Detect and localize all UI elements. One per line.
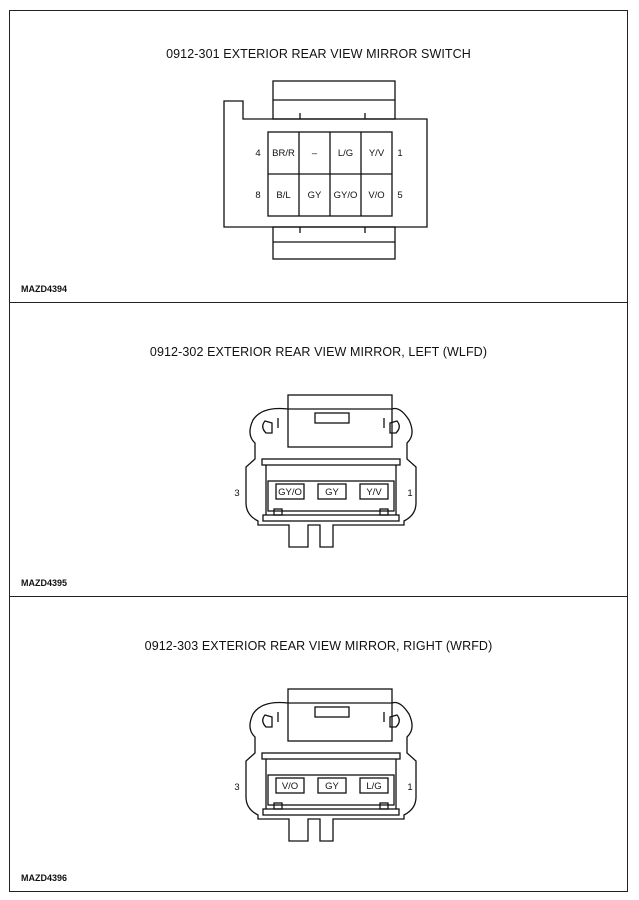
lower-guide — [262, 514, 400, 522]
connector-panel-left-mirror: 0912-302 EXTERIOR REAR VIEW MIRROR, LEFT… — [9, 302, 628, 597]
connector-housing — [245, 701, 417, 842]
pin-cell-8: B/L — [276, 190, 290, 201]
pin-label: GY — [325, 487, 339, 498]
switch-connector-diagram: BR/R – L/G Y/V B/L GY GY/O V/O 4 1 8 5 — [223, 80, 428, 260]
pin-cell-2 — [317, 777, 347, 794]
pin-cell-2: L/G — [338, 148, 353, 159]
pin-number-label: 3 — [234, 488, 239, 499]
pin-cell-5: V/O — [368, 190, 384, 201]
panel-title: 0912-303 EXTERIOR REAR VIEW MIRROR, RIGH… — [144, 639, 493, 653]
figure-reference: MAZD4395 — [21, 578, 68, 588]
pin-number-label: 1 — [407, 488, 412, 499]
connector-bottom-tab — [272, 226, 396, 260]
figure-reference: MAZD4394 — [21, 284, 68, 294]
right-clip — [389, 714, 400, 728]
pin-frame — [267, 774, 395, 806]
pin-cell-7: GY — [308, 190, 322, 201]
pin-cell-3 — [275, 777, 305, 794]
connector-top-block — [287, 688, 393, 742]
pin-cell-6: GY/O — [334, 190, 358, 201]
pin-number-label: 3 — [234, 782, 239, 793]
latch-tab — [314, 706, 350, 718]
pin-label: GY — [325, 781, 339, 792]
right-mirror-connector-diagram: V/O GY L/G 3 1 — [234, 688, 417, 842]
connector-panel-switch: 0912-301 EXTERIOR REAR VIEW MIRROR SWITC… — [9, 10, 628, 303]
panel-title: 0912-302 EXTERIOR REAR VIEW MIRROR, LEFT… — [149, 345, 488, 359]
left-mirror-connector-diagram: GY/O GY Y/V 3 1 — [234, 394, 417, 548]
pin-cell-3 — [275, 483, 305, 500]
pin-number-label: 1 — [397, 148, 402, 159]
left-clip — [262, 714, 273, 728]
connector-top-block — [287, 394, 393, 448]
pin-cell-4: BR/R — [272, 148, 295, 159]
pin-cell-2 — [317, 483, 347, 500]
pin-cell-3: – — [312, 148, 318, 159]
pin-cell-1: Y/V — [369, 148, 385, 159]
pin-label: GY/O — [278, 487, 302, 498]
lower-guide — [262, 808, 400, 816]
pin-cell-1 — [359, 483, 389, 500]
inner-shelf — [261, 458, 401, 466]
pin-label: L/G — [366, 781, 381, 792]
latch-tab — [314, 412, 350, 424]
right-clip — [389, 420, 400, 434]
pin-number-label: 1 — [407, 782, 412, 793]
connector-housing — [245, 407, 417, 548]
pin-frame — [267, 480, 395, 512]
connector-body — [223, 100, 428, 228]
pin-label: V/O — [282, 781, 298, 792]
pin-label: Y/V — [366, 487, 382, 498]
connector-panel-right-mirror: 0912-303 EXTERIOR REAR VIEW MIRROR, RIGH… — [9, 596, 628, 892]
panel-title: 0912-301 EXTERIOR REAR VIEW MIRROR SWITC… — [166, 47, 471, 61]
left-clip — [262, 420, 273, 434]
pin-cell-1 — [359, 777, 389, 794]
pin-number-label: 8 — [255, 190, 260, 201]
inner-shelf — [261, 752, 401, 760]
figure-reference: MAZD4396 — [21, 873, 68, 883]
pin-number-label: 5 — [397, 190, 402, 201]
pin-number-label: 4 — [255, 148, 260, 159]
